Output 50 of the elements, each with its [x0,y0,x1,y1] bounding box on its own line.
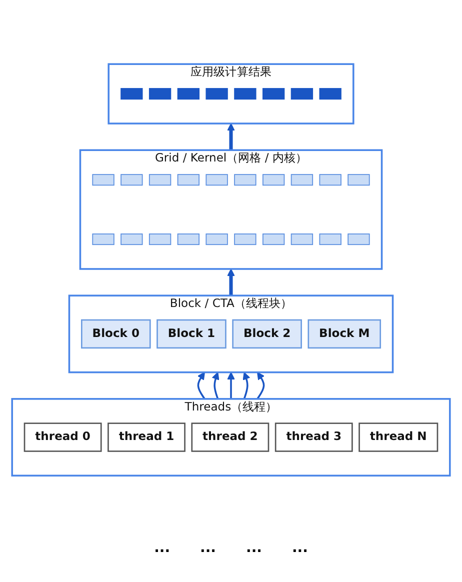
node-box: Block 0 [80,319,151,349]
node-box: Block 1 [156,319,226,349]
node-box: thread 1 [108,422,186,452]
node-bar [148,88,172,100]
node-bar [262,88,285,100]
node-box [206,174,228,186]
node-box [262,174,285,186]
node-box: thread 2 [191,422,270,452]
node-bar [319,88,342,100]
node-box [234,174,256,186]
node-box: Block 2 [232,319,302,349]
arrow [242,372,250,400]
arrow [212,372,220,400]
node-box: thread 0 [24,422,102,452]
ellipsis-text: ... [292,540,308,556]
node-box [348,174,370,186]
node-box: thread N [358,422,438,452]
node-box [148,174,172,186]
node-box [319,234,342,246]
node-box [206,234,228,246]
arrow [197,372,206,400]
node-box [234,234,256,246]
node-box [348,234,370,246]
node-bar [177,88,200,100]
arrow [256,372,265,400]
arrow [227,268,235,296]
node-bar [290,88,314,100]
node-box [319,174,342,186]
node-box: thread 3 [274,422,353,452]
node-box: Block M [308,319,382,349]
node-bar [206,88,228,100]
arrow [227,372,235,400]
ellipsis-text: ... [200,540,216,556]
arrow [227,123,235,150]
node-box [120,234,143,246]
node-box [177,234,200,246]
ellipsis-text: ... [154,540,170,556]
node-box [177,174,200,186]
node-box [148,234,172,246]
node-bar [234,88,256,100]
node-box [92,234,114,246]
node-box [262,234,285,246]
cluster: Grid / Kernel（网格 / 内核） [79,149,383,270]
cluster: 应用级计算结果 [108,63,354,125]
node-box [290,174,314,186]
node-box [92,174,114,186]
node-box [120,174,143,186]
node-box [290,234,314,246]
ellipsis-text: ... [246,540,262,556]
node-bar [120,88,143,100]
